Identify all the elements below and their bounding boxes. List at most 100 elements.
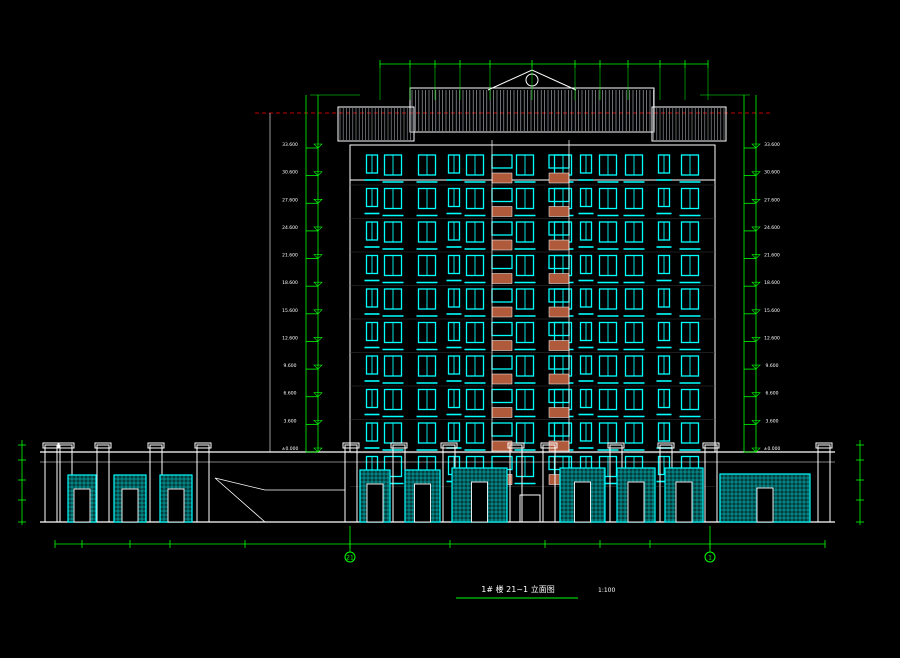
- elevation-marker: [751, 171, 761, 177]
- elevation-marker: [313, 143, 323, 149]
- level-label-right: 6.600: [766, 391, 779, 397]
- elevation-marker: [313, 392, 323, 398]
- podium-pillar: [509, 444, 523, 523]
- storefront-door: [471, 481, 488, 523]
- elevation-marker: [751, 254, 761, 259]
- stair-window: [548, 288, 570, 303]
- elevation-marker: [751, 337, 761, 342]
- dimension-lines: [18, 60, 864, 552]
- axis-marker-left: 21: [344, 551, 356, 563]
- podium-storefronts: [40, 442, 835, 523]
- level-label-right: 18.600: [764, 280, 780, 286]
- elevation-marker: [751, 198, 761, 204]
- level-label-right: 33.600: [764, 142, 780, 148]
- elevation-marker: [751, 420, 761, 425]
- level-label-left: 6.600: [284, 391, 297, 397]
- stair-window: [491, 355, 513, 370]
- level-label-left: 3.600: [284, 418, 297, 424]
- pillar-cap: [57, 442, 75, 449]
- storefront-door: [121, 488, 139, 523]
- storefront-door: [414, 483, 431, 523]
- entrance-ramp: [214, 477, 346, 523]
- stair-window: [548, 355, 570, 370]
- balcony-rail: [491, 273, 513, 284]
- storefront-door: [73, 488, 91, 523]
- balcony-rail: [548, 206, 570, 217]
- podium-pillar: [344, 444, 358, 523]
- stair-window: [491, 154, 513, 169]
- elevation-marker: [751, 447, 761, 453]
- level-label-left: ±0.000: [282, 446, 299, 452]
- elevation-marker: [313, 226, 323, 232]
- tower-body: [349, 144, 716, 453]
- stair-window: [491, 321, 513, 337]
- pillar-cap: [342, 442, 360, 449]
- podium-pillar: [817, 444, 831, 523]
- stair-window: [548, 321, 570, 337]
- level-label-left: 12.600: [282, 335, 298, 341]
- storefront-door: [574, 481, 591, 523]
- balcony-rail: [548, 273, 570, 284]
- pillar-cap: [194, 442, 212, 449]
- pillar-cap: [440, 442, 458, 449]
- balcony-rail: [548, 407, 570, 418]
- roof-block-right: [651, 106, 727, 142]
- drawing-scale: 1:100: [598, 587, 615, 594]
- balcony-rail: [491, 206, 513, 217]
- axis-label-right: 1: [708, 555, 712, 562]
- stair-window: [491, 221, 513, 236]
- stair-window: [491, 388, 513, 404]
- pillar-cap: [815, 442, 833, 449]
- pillar-cap: [607, 442, 625, 449]
- stair-window: [548, 422, 570, 437]
- storefront-door: [366, 483, 384, 523]
- pillar-cap: [147, 442, 165, 449]
- level-label-right: 24.600: [764, 225, 780, 231]
- level-label-left: 33.600: [282, 142, 298, 148]
- elevation-marker: [751, 309, 761, 315]
- elevation-marker: [313, 281, 323, 287]
- podium-pillar: [542, 444, 556, 523]
- level-label-left: 15.600: [282, 308, 298, 314]
- pillar-cap: [390, 442, 408, 449]
- podium-pillar: [196, 444, 210, 523]
- stair-window: [548, 455, 570, 471]
- elevation-marker: [313, 171, 323, 177]
- elevation-marker: [751, 143, 761, 149]
- pillar-cap: [702, 442, 720, 449]
- elevation-marker: [751, 281, 761, 287]
- stair-window: [548, 187, 570, 203]
- elevation-marker: [313, 364, 323, 370]
- stair-window: [548, 254, 570, 270]
- elevation-marker: [751, 392, 761, 398]
- level-label-right: 15.600: [764, 308, 780, 314]
- stair-window: [491, 254, 513, 270]
- elevation-marker: [313, 254, 323, 259]
- balcony-rail: [548, 239, 570, 251]
- level-label-left: 9.600: [284, 363, 297, 369]
- stair-window: [491, 422, 513, 437]
- level-label-left: 30.600: [282, 170, 298, 176]
- level-labels: 33.600 33.600 30.600 30.600 27.600 27.600 24.6…: [282, 142, 781, 452]
- balcony-rail: [491, 306, 513, 318]
- level-label-left: 21.600: [282, 253, 298, 259]
- level-label-left: 18.600: [282, 280, 298, 286]
- balcony-rail: [491, 239, 513, 251]
- level-label-right: 27.600: [764, 197, 780, 203]
- roof-block-left: [337, 106, 415, 142]
- level-label-left: 24.600: [282, 225, 298, 231]
- balcony-rail: [548, 373, 570, 385]
- stair-window: [548, 154, 570, 169]
- level-label-right: 30.600: [764, 170, 780, 176]
- balcony-rail: [491, 340, 513, 351]
- balcony-rail: [548, 172, 570, 184]
- drawing-title: 1# 楼 21~1 立面图: [481, 584, 554, 594]
- pillar-cap: [540, 442, 558, 449]
- balcony-rail: [491, 407, 513, 418]
- pillar-cap: [94, 442, 112, 449]
- level-label-right: 9.600: [766, 363, 779, 369]
- window-grid: [350, 140, 715, 487]
- level-label-left: 27.600: [282, 197, 298, 203]
- level-label-right: 12.600: [764, 335, 780, 341]
